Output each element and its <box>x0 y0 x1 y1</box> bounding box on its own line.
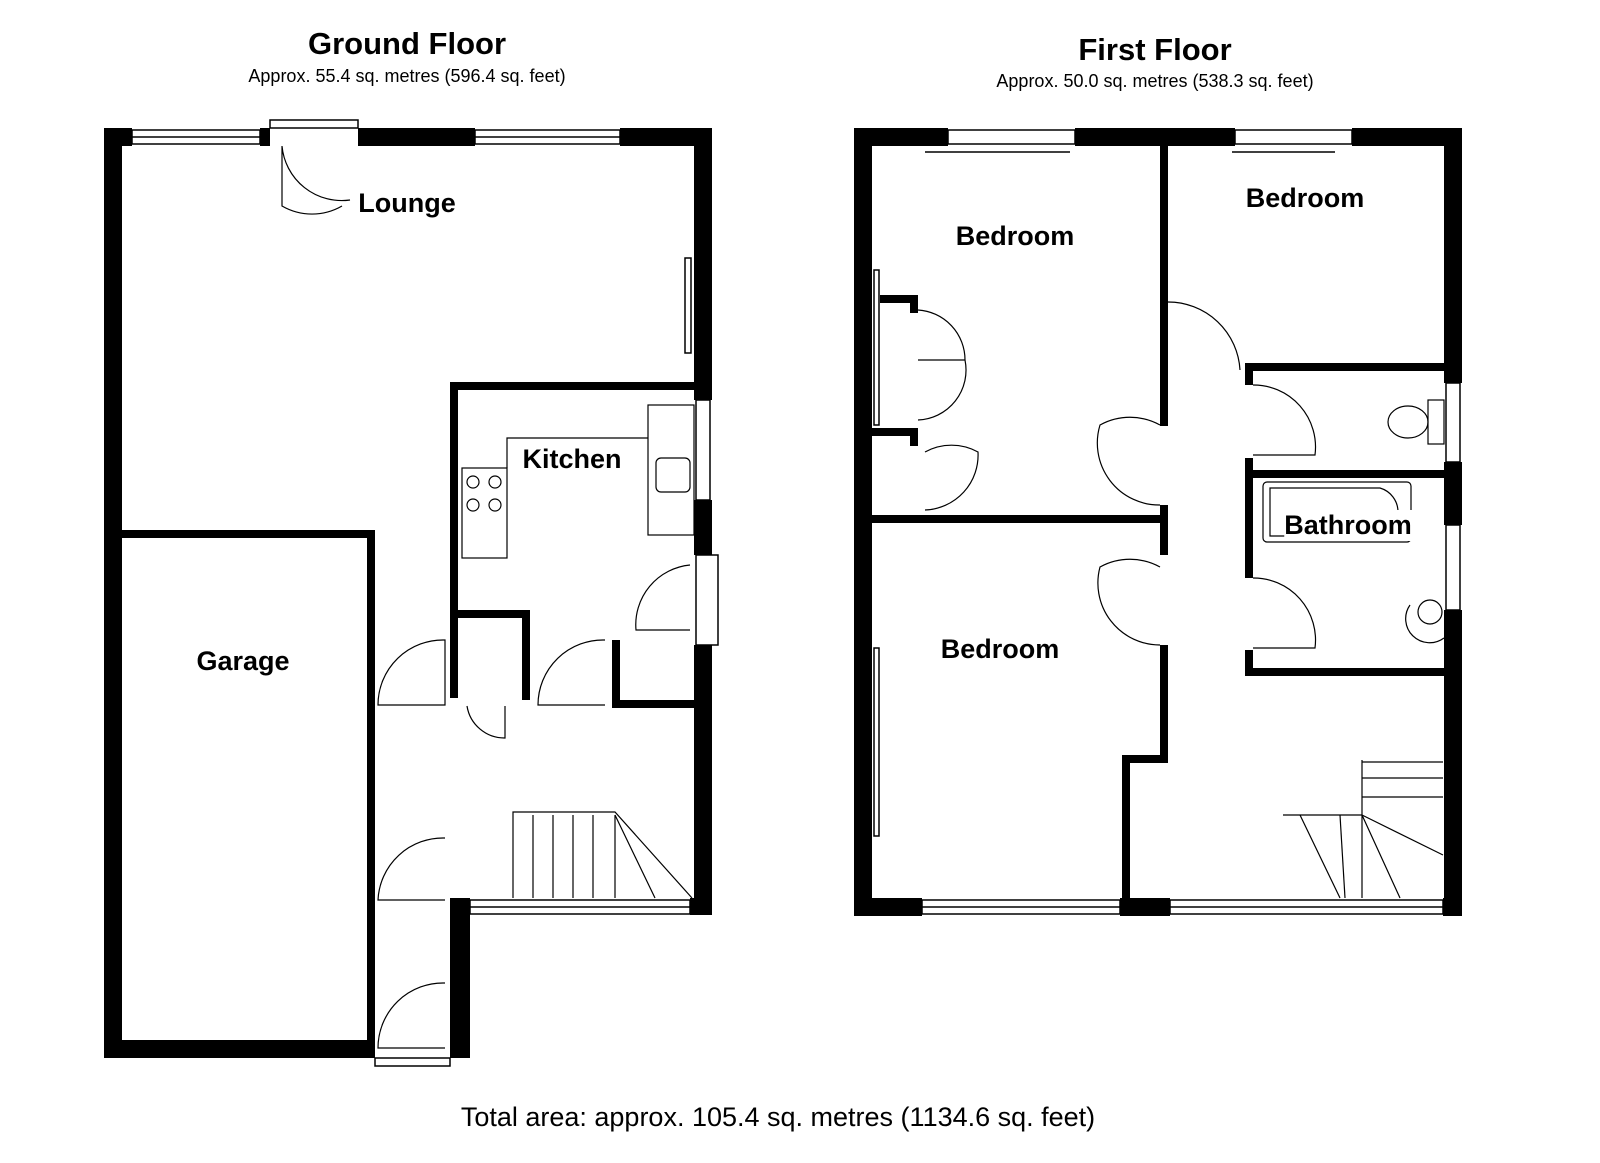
room-label-bathroom: Bathroom <box>1284 510 1412 541</box>
room-label-bedroom-3: Bedroom <box>940 634 1060 664</box>
first-floor-windows <box>873 129 1461 915</box>
room-label-kitchen: Kitchen <box>522 444 622 474</box>
room-label-bedroom-1: Bedroom <box>955 221 1075 251</box>
total-area: Total area: approx. 105.4 sq. metres (11… <box>460 1102 1096 1132</box>
room-label-bedroom-2: Bedroom <box>1245 183 1365 213</box>
room-label-lounge: Lounge <box>358 188 456 218</box>
first-floor-fixtures <box>917 301 1445 899</box>
ground-floor-windows <box>131 119 719 1067</box>
ground-floor-fixtures <box>281 145 695 1049</box>
room-label-garage: Garage <box>196 646 290 676</box>
ground-floor-walls <box>104 128 712 1058</box>
first-floor-walls <box>854 128 1462 916</box>
first-floor-area: Approx. 50.0 sq. metres (538.3 sq. feet) <box>996 71 1314 91</box>
ground-floor-title: Ground Floor <box>307 26 507 61</box>
ground-floor-area: Approx. 55.4 sq. metres (596.4 sq. feet) <box>248 66 566 86</box>
first-floor-title: First Floor <box>1078 32 1232 67</box>
